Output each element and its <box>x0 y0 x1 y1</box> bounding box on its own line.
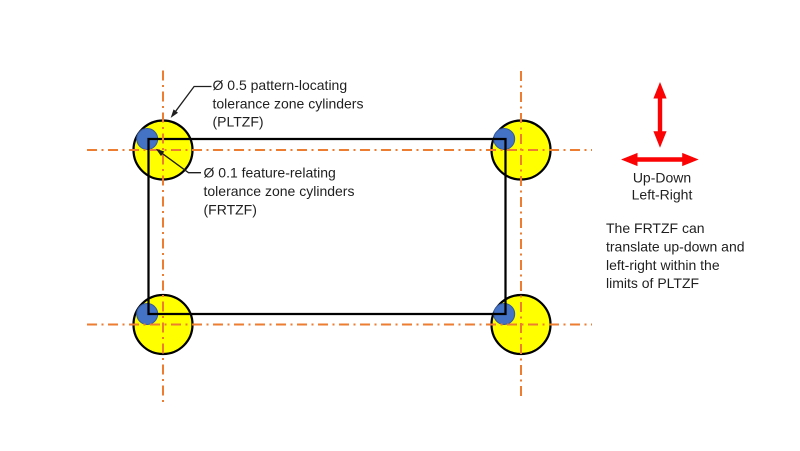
svg-text:(PLTZF): (PLTZF) <box>213 114 264 130</box>
svg-text:Left-Right: Left-Right <box>632 186 693 202</box>
svg-text:left-right within the: left-right within the <box>606 257 720 273</box>
svg-text:Ø 0.5 pattern-locating: Ø 0.5 pattern-locating <box>213 77 348 93</box>
svg-text:(FRTZF): (FRTZF) <box>204 201 257 217</box>
svg-text:Ø 0.1 feature-relating: Ø 0.1 feature-relating <box>204 165 336 181</box>
svg-text:limits of PLTZF: limits of PLTZF <box>606 275 699 291</box>
svg-text:tolerance zone cylinders: tolerance zone cylinders <box>204 183 355 199</box>
svg-text:tolerance zone cylinders: tolerance zone cylinders <box>213 95 364 111</box>
svg-text:The FRTZF can: The FRTZF can <box>606 220 705 236</box>
svg-text:translate up-down and: translate up-down and <box>606 239 745 255</box>
svg-text:Up-Down: Up-Down <box>633 169 691 185</box>
